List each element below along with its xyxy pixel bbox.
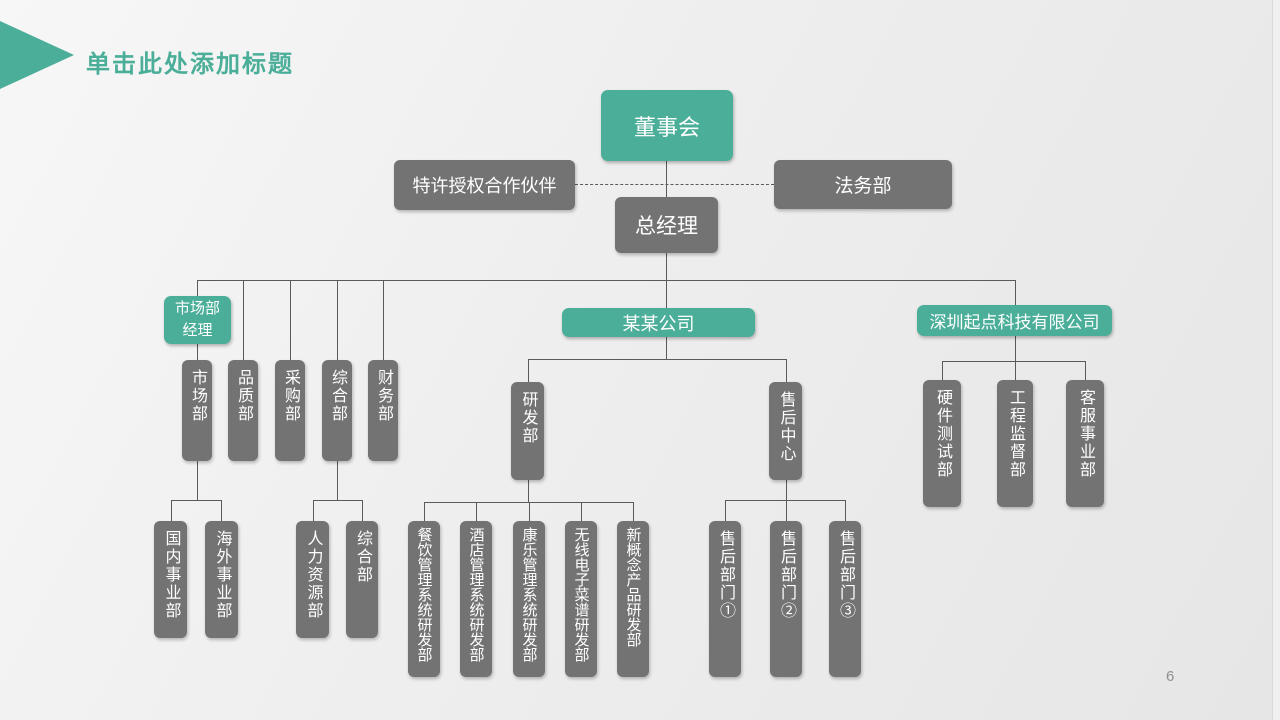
market-manager-line2: 经理 <box>182 322 213 339</box>
connector-drop <box>243 280 244 360</box>
org-node-quality-dept[interactable]: 品质部 <box>228 360 258 461</box>
org-node-market-manager[interactable]: 市场部 经理 <box>164 296 231 344</box>
connector-drop <box>313 500 314 521</box>
connector-drop <box>1015 361 1016 380</box>
org-node-partners[interactable]: 特许授权合作伙伴 <box>394 160 575 210</box>
org-node-customer-service-dept[interactable]: 客服事业部 <box>1066 380 1104 507</box>
new-concept-rd-label: 新概念产品研发部 <box>624 527 642 647</box>
org-node-finance-dept[interactable]: 财务部 <box>368 360 398 461</box>
connector-rd-down <box>528 480 529 502</box>
domestic-division-label: 国内事业部 <box>162 530 180 620</box>
overseas-division-label: 海外事业部 <box>213 530 231 620</box>
connector-company-down <box>666 337 667 359</box>
org-node-hotel-rd[interactable]: 酒店管理系统研发部 <box>460 521 492 677</box>
connector-split <box>942 361 1085 362</box>
connector-drop <box>362 500 363 521</box>
org-node-general-affairs-sub[interactable]: 综合部 <box>346 521 378 638</box>
connector-drop <box>424 502 425 521</box>
connector-drop <box>221 500 222 521</box>
hotel-rd-label: 酒店管理系统研发部 <box>467 527 485 662</box>
org-node-legal-dept[interactable]: 法务部 <box>774 160 952 209</box>
connector-drop <box>581 502 582 521</box>
engineering-supervision-dept-label: 工程监督部 <box>1007 389 1024 479</box>
slide-title-placeholder[interactable]: 单击此处添加标题 <box>86 51 294 78</box>
org-node-aftersales-3[interactable]: 售后部门③ <box>829 521 861 677</box>
connector-split <box>725 500 845 501</box>
market-dept-label: 市场部 <box>189 369 206 423</box>
org-node-overseas-division[interactable]: 海外事业部 <box>205 521 238 638</box>
org-node-general-affairs-dept[interactable]: 综合部 <box>322 360 352 461</box>
general-affairs-dept-label: 综合部 <box>329 369 346 423</box>
wireless-menu-rd-label: 无线电子菜谱研发部 <box>572 527 590 662</box>
slide-right-edge <box>1272 0 1280 720</box>
connector-drop <box>171 500 172 521</box>
connector-drop <box>290 280 291 360</box>
customer-service-dept-label: 客服事业部 <box>1077 389 1094 479</box>
org-node-board[interactable]: 董事会 <box>601 90 733 161</box>
org-node-aftersales-1[interactable]: 售后部门① <box>709 521 741 677</box>
connector-drop <box>666 280 667 308</box>
org-node-company[interactable]: 某某公司 <box>562 308 755 337</box>
rd-dept-label: 研发部 <box>519 391 537 445</box>
quality-dept-label: 品质部 <box>235 369 252 423</box>
org-node-leisure-rd[interactable]: 康乐管理系统研发部 <box>513 521 545 677</box>
connector-split <box>171 500 221 501</box>
connector-drop <box>633 502 634 521</box>
hr-dept-label: 人力资源部 <box>304 530 322 620</box>
leisure-rd-label: 康乐管理系统研发部 <box>520 527 538 662</box>
org-node-new-concept-rd[interactable]: 新概念产品研发部 <box>617 521 649 677</box>
org-node-catering-rd[interactable]: 餐饮管理系统研发部 <box>408 521 440 677</box>
org-node-general-manager[interactable]: 总经理 <box>615 197 718 253</box>
connector-dashed-partners-legal <box>575 184 774 185</box>
catering-rd-label: 餐饮管理系统研发部 <box>415 527 433 662</box>
org-node-aftersales-2[interactable]: 售后部门② <box>770 521 802 677</box>
org-node-hr-dept[interactable]: 人力资源部 <box>296 521 329 638</box>
connector-board-gm <box>666 161 667 198</box>
connector-split <box>424 502 633 503</box>
finance-dept-label: 财务部 <box>375 369 392 423</box>
connector-drop <box>786 500 787 521</box>
org-node-engineering-supervision-dept[interactable]: 工程监督部 <box>997 380 1033 507</box>
org-node-hardware-test-dept[interactable]: 硬件测试部 <box>923 380 961 507</box>
connector-drop <box>337 280 338 360</box>
connector-gm-down <box>666 253 667 280</box>
connector-drop <box>1085 361 1086 380</box>
connector-drop <box>845 500 846 521</box>
connector-drop <box>383 280 384 360</box>
title-accent-triangle-icon <box>0 21 74 89</box>
connector-split <box>528 359 786 360</box>
hardware-test-dept-label: 硬件测试部 <box>934 389 951 479</box>
org-node-shenzhen-company[interactable]: 深圳起点科技有限公司 <box>917 305 1112 336</box>
org-node-rd-dept[interactable]: 研发部 <box>511 382 544 480</box>
aftersales-center-label: 售后中心 <box>777 391 795 463</box>
connector-drop <box>786 359 787 382</box>
org-node-purchasing-dept[interactable]: 采购部 <box>275 360 305 461</box>
org-node-aftersales-center[interactable]: 售后中心 <box>769 382 802 480</box>
general-affairs-sub-label: 综合部 <box>354 530 371 584</box>
connector-market-down <box>197 461 198 500</box>
org-node-domestic-division[interactable]: 国内事业部 <box>154 521 187 638</box>
connector-drop <box>529 502 530 521</box>
market-manager-line1: 市场部 <box>174 299 220 317</box>
connector-aftersales-down <box>786 480 787 500</box>
org-node-market-dept[interactable]: 市场部 <box>182 360 212 461</box>
connector-drop <box>942 361 943 380</box>
connector-split <box>313 500 362 501</box>
connector-drop <box>476 502 477 521</box>
org-node-wireless-menu-rd[interactable]: 无线电子菜谱研发部 <box>565 521 597 677</box>
connector-admin-down <box>337 461 338 500</box>
connector-shenzhen-down <box>1015 336 1016 361</box>
connector-main-horizontal <box>197 280 1015 281</box>
connector-drop <box>725 500 726 521</box>
aftersales-1-label: 售后部门① <box>717 530 734 620</box>
page-number: 6 <box>1166 668 1175 685</box>
connector-drop <box>1015 280 1016 305</box>
connector-drop <box>528 359 529 382</box>
aftersales-3-label: 售后部门③ <box>837 530 854 620</box>
aftersales-2-label: 售后部门② <box>778 530 795 620</box>
purchasing-dept-label: 采购部 <box>282 369 299 423</box>
